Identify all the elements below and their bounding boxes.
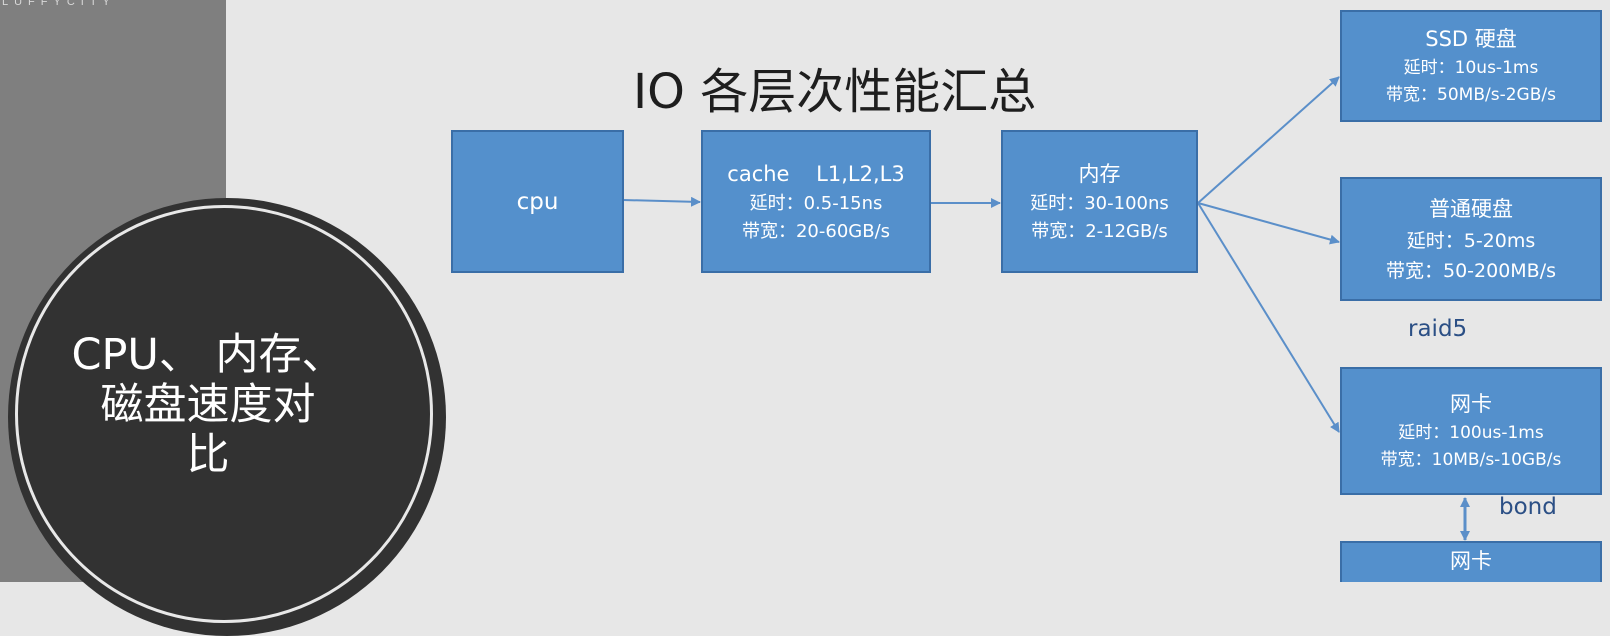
node-ssd-bandwidth: 带宽：50MB/s-2GB/s <box>1386 85 1556 105</box>
node-cpu: cpu <box>451 130 624 273</box>
node-ssd-latency: 延时：10us-1ms <box>1403 58 1539 78</box>
node-ssd-label: SSD 硬盘 <box>1425 27 1517 51</box>
node-memory: 内存 延时：30-100ns 带宽：2-12GB/s <box>1001 130 1198 273</box>
node-nic-1-label: 网卡 <box>1450 392 1492 416</box>
node-nic-1: 网卡 延时：100us-1ms 带宽：10MB/s-10GB/s <box>1340 367 1602 495</box>
node-nic-2: 网卡 <box>1340 541 1602 582</box>
node-hdd-label: 普通硬盘 <box>1429 197 1513 221</box>
node-cache-bandwidth: 带宽：20-60GB/s <box>741 220 891 242</box>
overlay-text-line-1: CPU、 内存、 <box>71 330 345 380</box>
node-memory-label: 内存 <box>1078 161 1121 186</box>
overlay-text-line-2: 磁盘速度对 <box>100 380 316 430</box>
node-nic-1-latency: 延时：100us-1ms <box>1398 423 1544 443</box>
node-cpu-label: cpu <box>516 188 559 215</box>
bond-label: bond <box>1499 494 1557 520</box>
arrow-memory-to-hdd <box>1197 202 1340 245</box>
raid-label: raid5 <box>1408 316 1468 342</box>
node-hdd-bandwidth: 带宽：50-200MB/s <box>1385 260 1557 282</box>
diagram-title: IO 各层次性能汇总 <box>633 64 1037 120</box>
node-hdd: 普通硬盘 延时：5-20ms 带宽：50-200MB/s <box>1340 177 1602 301</box>
node-cache: cache L1,L2,L3 延时：0.5-15ns 带宽：20-60GB/s <box>701 130 931 273</box>
node-ssd: SSD 硬盘 延时：10us-1ms 带宽：50MB/s-2GB/s <box>1340 10 1602 122</box>
arrow-memory-to-nic <box>1197 202 1340 433</box>
arrow-cpu-to-cache <box>622 196 701 207</box>
node-cache-latency: 延时：0.5-15ns <box>749 192 883 214</box>
node-hdd-latency: 延时：5-20ms <box>1406 230 1536 252</box>
arrow-layer <box>622 76 1470 541</box>
node-cache-label: cache L1,L2,L3 <box>727 161 905 186</box>
node-nic-1-bandwidth: 带宽：10MB/s-10GB/s <box>1380 450 1562 470</box>
watermark: LUFFYCITY <box>2 0 116 8</box>
node-memory-bandwidth: 带宽：2-12GB/s <box>1031 220 1168 242</box>
overlay-text: CPU、 内存、 磁盘速度对 比 <box>48 330 368 480</box>
overlay-text-line-3: 比 <box>186 430 230 480</box>
node-memory-latency: 延时：30-100ns <box>1030 192 1169 214</box>
arrow-memory-to-ssd <box>1197 76 1340 204</box>
node-nic-2-label: 网卡 <box>1450 549 1492 573</box>
